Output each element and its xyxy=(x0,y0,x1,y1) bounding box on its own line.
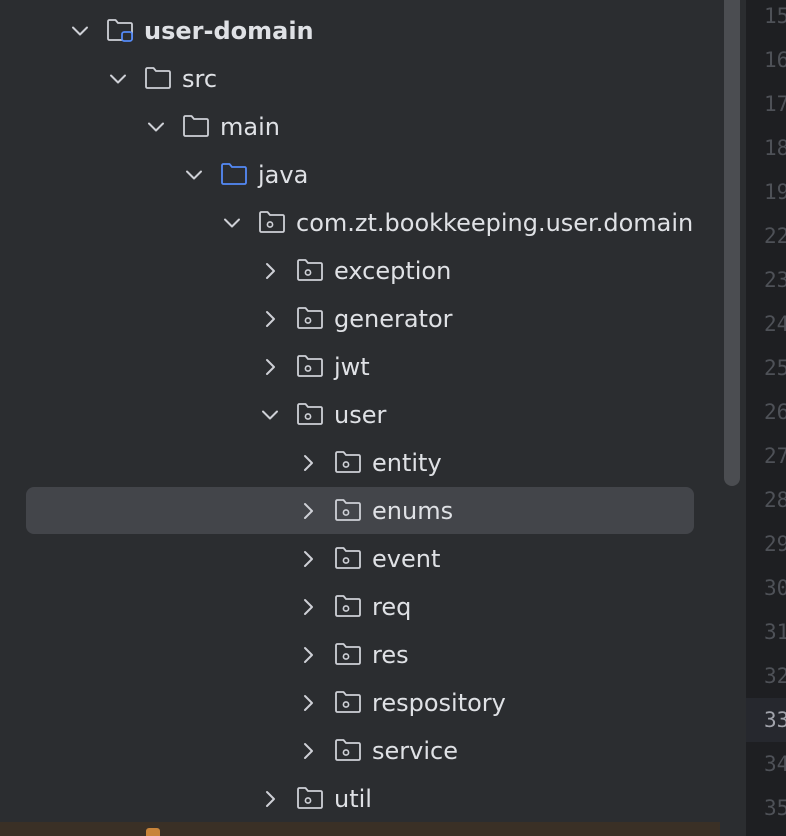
folder-icon xyxy=(144,66,172,90)
package-icon xyxy=(258,210,286,234)
line-number: 17 xyxy=(764,92,786,116)
package-icon xyxy=(334,594,362,618)
tree-node-label: respository xyxy=(372,689,506,717)
line-number: 31 xyxy=(764,620,786,644)
chevron-down-icon[interactable] xyxy=(184,165,204,185)
source-root-folder-icon xyxy=(220,162,248,186)
chevron-right-icon[interactable] xyxy=(260,789,280,809)
package-icon xyxy=(334,738,362,762)
tree-node[interactable]: util xyxy=(0,775,720,823)
line-number: 26 xyxy=(764,400,786,424)
tree-node-label: event xyxy=(372,545,441,573)
chevron-down-icon[interactable] xyxy=(108,69,128,89)
line-number: 33 xyxy=(764,708,786,732)
chevron-right-icon[interactable] xyxy=(298,501,318,521)
module-folder-icon xyxy=(106,18,134,42)
tree-node[interactable]: enums xyxy=(0,487,720,535)
next-tree-row-partial xyxy=(0,822,720,836)
chevron-down-icon[interactable] xyxy=(260,405,280,425)
line-number: 15 xyxy=(764,4,786,28)
line-number: 22 xyxy=(764,224,786,248)
line-number: 25 xyxy=(764,356,786,380)
chevron-right-icon[interactable] xyxy=(298,741,318,761)
line-number: 23 xyxy=(764,268,786,292)
chevron-right-icon[interactable] xyxy=(298,597,318,617)
line-number: 24 xyxy=(764,312,786,336)
tree-node[interactable]: main xyxy=(0,103,720,151)
tree-node[interactable]: user xyxy=(0,391,720,439)
package-icon xyxy=(334,498,362,522)
line-number: 34 xyxy=(764,752,786,776)
tree-node[interactable]: service xyxy=(0,727,720,775)
tree-node-label: user xyxy=(334,401,387,429)
package-icon xyxy=(296,786,324,810)
folder-icon xyxy=(182,114,210,138)
tree-node[interactable]: exception xyxy=(0,247,720,295)
line-number: 19 xyxy=(764,180,786,204)
package-icon xyxy=(334,690,362,714)
tree-node-label: src xyxy=(182,65,218,93)
chevron-down-icon[interactable] xyxy=(146,117,166,137)
tree-node[interactable]: res xyxy=(0,631,720,679)
tree-node[interactable]: jwt xyxy=(0,343,720,391)
package-icon xyxy=(334,546,362,570)
partial-icon xyxy=(146,828,160,836)
chevron-right-icon[interactable] xyxy=(298,645,318,665)
tree-node-label: req xyxy=(372,593,412,621)
tree-node[interactable]: respository xyxy=(0,679,720,727)
tree-node[interactable]: event xyxy=(0,535,720,583)
tree-node[interactable]: java xyxy=(0,151,720,199)
line-number: 28 xyxy=(764,488,786,512)
package-icon xyxy=(296,306,324,330)
tree-node[interactable]: req xyxy=(0,583,720,631)
line-number: 35 xyxy=(764,796,786,820)
chevron-right-icon[interactable] xyxy=(298,693,318,713)
tree-scrollbar-thumb[interactable] xyxy=(724,0,740,486)
editor-gutter: 15 16 17 18 19 22 23 24 25 26 27 28 29 30 31 32 33 34 35 xyxy=(746,0,786,836)
chevron-right-icon[interactable] xyxy=(260,261,280,281)
tree-node-label: main xyxy=(220,113,280,141)
line-number: 30 xyxy=(764,576,786,600)
chevron-down-icon[interactable] xyxy=(222,213,242,233)
tree-node[interactable]: generator xyxy=(0,295,720,343)
line-number: 16 xyxy=(764,48,786,72)
tree-node-label: entity xyxy=(372,449,442,477)
chevron-right-icon[interactable] xyxy=(298,453,318,473)
line-number: 29 xyxy=(764,532,786,556)
chevron-down-icon[interactable] xyxy=(70,21,90,41)
tree-node-label: user-domain xyxy=(144,17,314,45)
chevron-right-icon[interactable] xyxy=(260,357,280,377)
chevron-right-icon[interactable] xyxy=(298,549,318,569)
package-icon xyxy=(296,258,324,282)
line-number: 32 xyxy=(764,664,786,688)
line-number: 27 xyxy=(764,444,786,468)
tree-node[interactable]: user-domain xyxy=(0,7,720,55)
line-number: 18 xyxy=(764,136,786,160)
chevron-right-icon[interactable] xyxy=(260,309,280,329)
package-icon xyxy=(296,402,324,426)
tree-node-label: enums xyxy=(372,497,454,525)
package-icon xyxy=(334,450,362,474)
tree-node-label: java xyxy=(258,161,309,189)
tree-node-label: jwt xyxy=(334,353,370,381)
tree-node[interactable]: entity xyxy=(0,439,720,487)
tree-node-label: util xyxy=(334,785,372,813)
current-line-highlight xyxy=(746,698,786,742)
tree-node-label: com.zt.bookkeeping.user.domain xyxy=(296,209,694,237)
package-icon xyxy=(296,354,324,378)
tree-node-label: service xyxy=(372,737,458,765)
package-icon xyxy=(334,642,362,666)
tree-node-label: generator xyxy=(334,305,453,333)
tree-node-label: res xyxy=(372,641,409,669)
tree-node-label: exception xyxy=(334,257,452,285)
tree-node[interactable]: com.zt.bookkeeping.user.domain xyxy=(0,199,720,247)
tree-node[interactable]: src xyxy=(0,55,720,103)
